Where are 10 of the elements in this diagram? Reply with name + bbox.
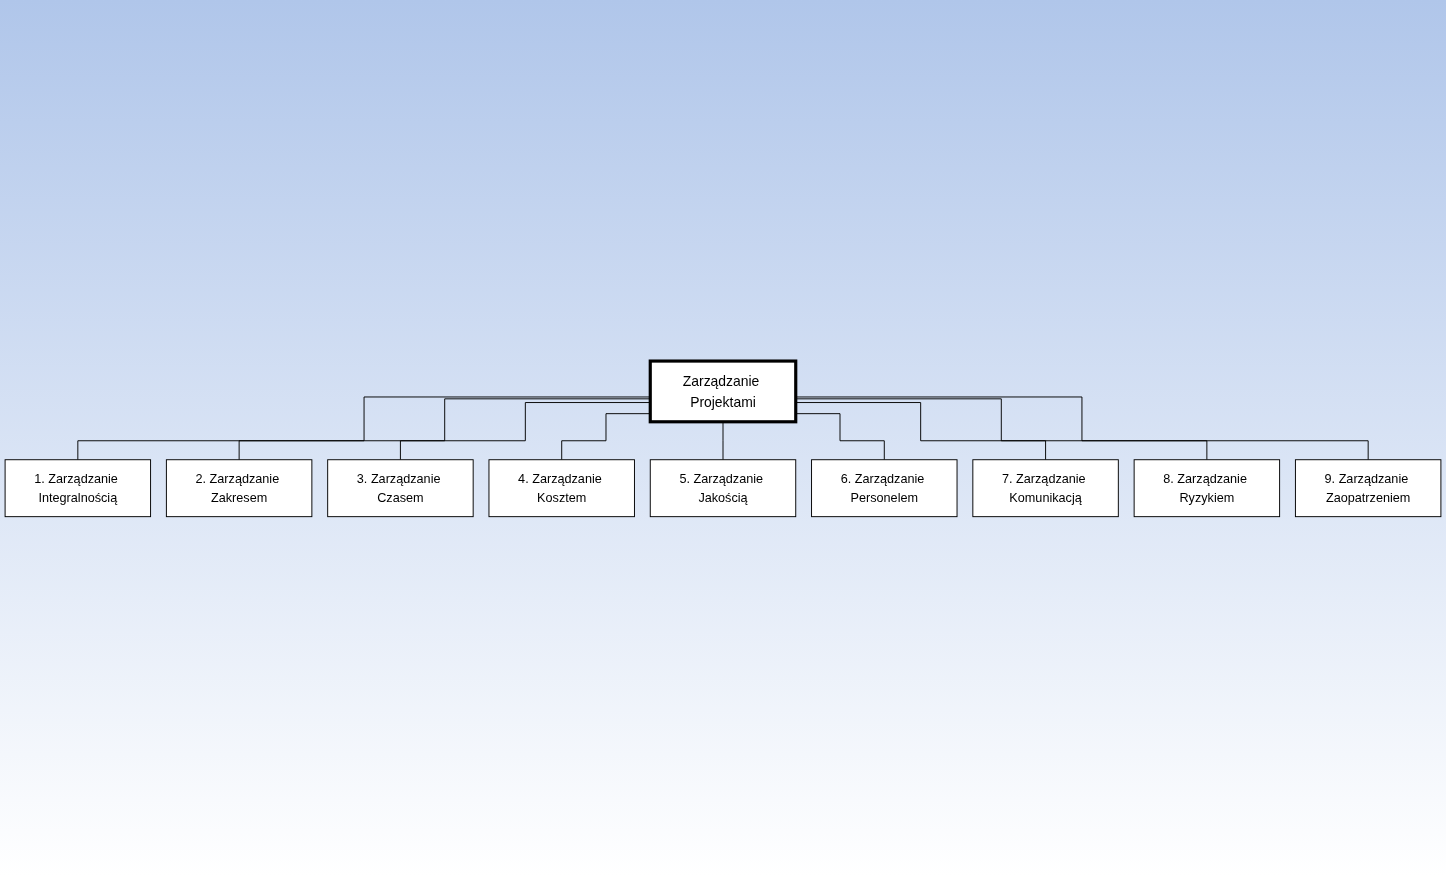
node-box: 2. Zarządzanie Zakresem (165, 458, 313, 517)
node-box: 4. Zarządzanie Kosztem (488, 458, 635, 517)
node-box: 6. Zarządzanie Personelem (811, 458, 958, 517)
node-box: 7. Zarządzanie Komunikacją (972, 458, 1119, 517)
node-box: 5. Zarządzanie Jakością (649, 458, 797, 517)
node-box: 1. Zarządzanie Integralnością (4, 458, 152, 517)
node-box: 9. Zarządzanie Zaopatrzeniem (1294, 458, 1442, 517)
node-box: Zarządzanie Projektami (648, 359, 798, 423)
node-box: 3. Zarządzanie Czasem (327, 458, 474, 517)
node-box: 8. Zarządzanie Ryzykiem (1133, 458, 1281, 517)
